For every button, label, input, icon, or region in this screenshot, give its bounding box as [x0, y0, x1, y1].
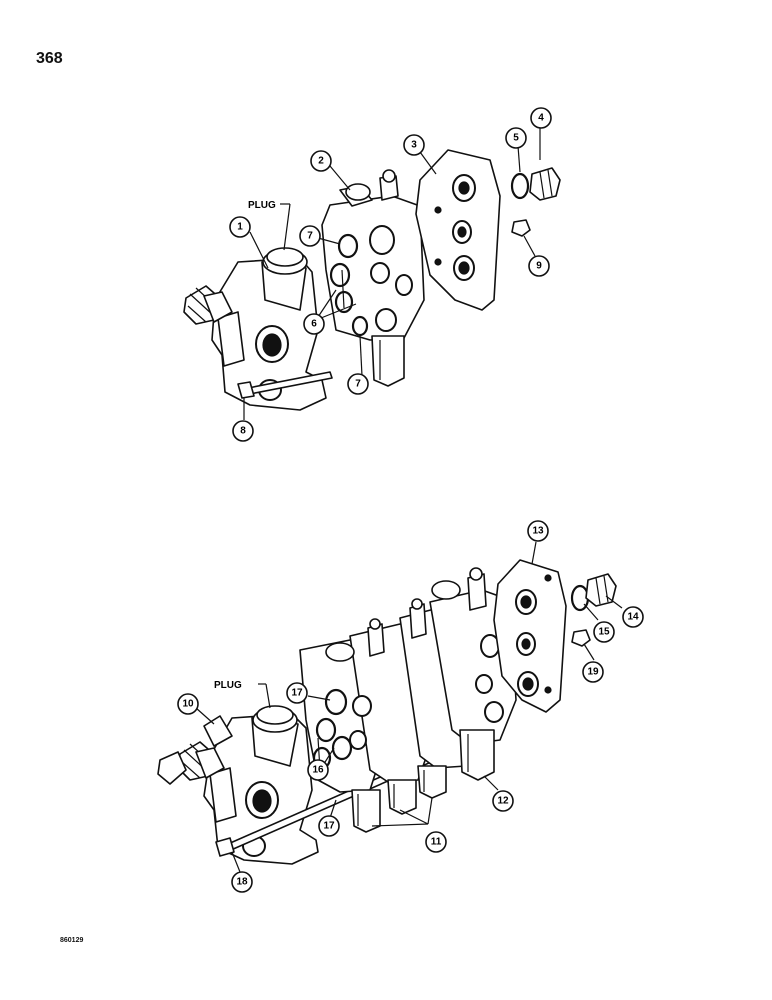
svg-text:13: 13	[532, 526, 544, 537]
svg-text:12: 12	[497, 796, 509, 807]
inlet-section	[183, 247, 333, 411]
callout-9: 9	[528, 255, 550, 277]
fitting-4	[529, 167, 561, 201]
callout-12: 12	[492, 790, 514, 812]
callout-15: 15	[593, 621, 615, 643]
svg-text:14: 14	[627, 612, 639, 623]
callout-8: 8	[232, 420, 254, 442]
svg-text:5: 5	[513, 133, 519, 144]
work-section	[321, 169, 425, 387]
page-number: 368	[36, 50, 63, 67]
svg-text:4: 4	[538, 113, 544, 124]
svg-text:3: 3	[411, 140, 417, 151]
fitting-14	[585, 573, 617, 607]
callout-7-lower: 7	[347, 373, 369, 395]
svg-text:11: 11	[431, 837, 442, 848]
plug-label-bottom: PLUG	[214, 680, 242, 691]
work-sections-stack	[299, 567, 517, 833]
top-valve-assembly	[183, 126, 561, 420]
svg-text:9: 9	[536, 261, 542, 272]
callout-1: 1	[229, 216, 251, 238]
callout-2: 2	[310, 150, 332, 172]
callout-4: 4	[530, 107, 552, 129]
svg-text:17: 17	[291, 688, 303, 699]
svg-text:7: 7	[355, 379, 361, 390]
svg-text:6: 6	[311, 319, 317, 330]
svg-text:2: 2	[318, 156, 324, 167]
svg-text:10: 10	[182, 699, 194, 710]
callout-18: 18	[231, 871, 253, 893]
callout-10: 10	[177, 693, 199, 715]
svg-text:7: 7	[307, 231, 313, 242]
bottom-leader-lines	[195, 541, 623, 873]
callout-14: 14	[622, 606, 644, 628]
nut-9	[511, 219, 531, 237]
callout-16: 16	[307, 759, 329, 781]
outlet-section-lower	[493, 559, 567, 713]
svg-text:16: 16	[312, 765, 324, 776]
callout-3: 3	[403, 134, 425, 156]
callout-11: 11	[425, 831, 447, 853]
svg-text:18: 18	[236, 877, 248, 888]
o-ring-5	[510, 172, 530, 200]
svg-text:8: 8	[240, 426, 246, 437]
outlet-section	[415, 149, 501, 311]
callout-13: 13	[527, 520, 549, 542]
plug-label-top: PLUG	[248, 200, 276, 211]
callout-17-upper: 17	[286, 682, 308, 704]
callout-6: 6	[303, 313, 325, 335]
bottom-valve-assembly	[157, 541, 623, 873]
callout-17-lower: 17	[318, 815, 340, 837]
nut-19	[571, 629, 591, 647]
svg-text:15: 15	[598, 627, 610, 638]
svg-text:1: 1	[237, 222, 243, 233]
svg-text:17: 17	[323, 821, 335, 832]
callout-5: 5	[505, 127, 527, 149]
callout-7-upper: 7	[299, 225, 321, 247]
figure-code: 860129	[60, 937, 84, 944]
callout-19: 19	[582, 661, 604, 683]
svg-text:19: 19	[587, 667, 599, 678]
